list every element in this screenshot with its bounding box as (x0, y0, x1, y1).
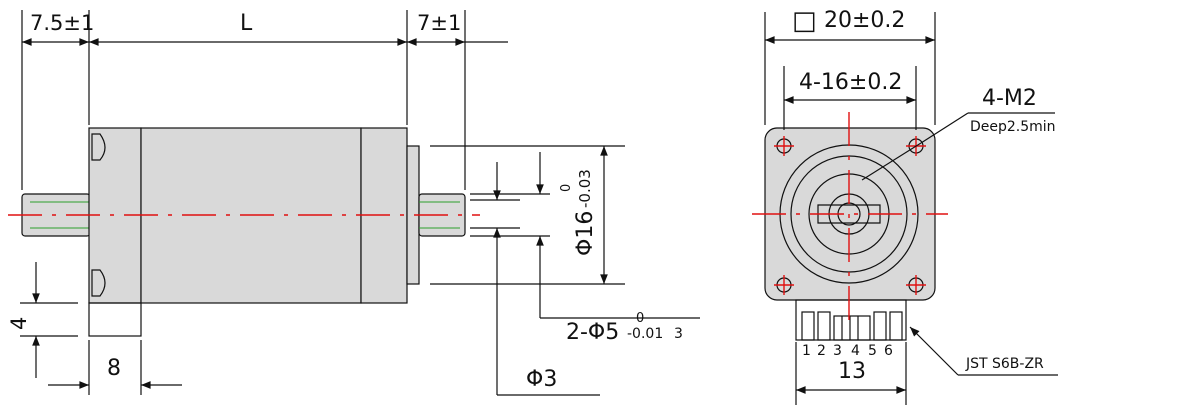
rear-cap-notch-bottom (91, 269, 106, 297)
leader-thread-to-bearing (861, 142, 922, 181)
dim-bottom-label: 8 (107, 356, 121, 381)
connector-slots (801, 311, 903, 341)
dim-shaft-tol-upper: 0 (636, 311, 644, 326)
dim-left-shaft-label: 7.5±1 (30, 11, 94, 35)
leader-thread (920, 112, 969, 144)
dim-connector-label: 13 (838, 359, 866, 384)
mounting-holes (774, 136, 926, 295)
pin-3-label: 3 (833, 343, 842, 359)
side-view: 7.5±1 L 7±1 Φ16 0 -0.03 2-Φ5 0 -0.01 3 Φ… (7, 10, 700, 396)
bottom-lug (88, 302, 142, 337)
leader-connector (909, 326, 959, 376)
pin-6-label: 6 (884, 343, 893, 359)
pin-2-label: 2 (817, 343, 826, 359)
connector-label: JST S6B-ZR (965, 356, 1044, 372)
connector-pin-numbers: 1 2 3 4 5 6 (802, 343, 893, 359)
dim-pilot-tol-upper: 0 (559, 184, 574, 192)
dim-thread-depth: Deep2.5min (970, 119, 1056, 135)
dim-flange-label: 4 (7, 317, 31, 330)
dim-pilot-tol-lower: -0.03 (576, 169, 594, 208)
dim-square-symbol: □ (792, 6, 817, 36)
dim-right-shaft-label: 7±1 (417, 11, 461, 35)
dim-body-length-label: L (240, 11, 253, 36)
dim-shaft-dia-label: 2-Φ5 (566, 320, 619, 345)
front-view: 1 2 3 4 5 6 (752, 6, 1058, 405)
dim-square-label: 20±0.2 (824, 8, 905, 33)
dim-holes-label: 4-16±0.2 (799, 70, 902, 95)
dim-thread-label: 4-M2 (982, 86, 1037, 111)
dim-pilot-label: Φ16 (573, 211, 598, 256)
dim-flat-label: Φ3 (526, 367, 557, 392)
pin-1-label: 1 (802, 343, 811, 359)
dim-shaft-tol-lower: -0.01 (627, 326, 663, 342)
pin-4-label: 4 (851, 343, 860, 359)
dim-pilot-label-group: Φ16 0 -0.03 (559, 169, 598, 256)
pin-5-label: 5 (868, 343, 877, 359)
dim-shaft-suffix: 3 (674, 326, 683, 342)
rear-cap-notch-top (91, 133, 106, 161)
shaft-slot (817, 204, 881, 224)
dim-flange-label-group: 4 (7, 317, 31, 330)
